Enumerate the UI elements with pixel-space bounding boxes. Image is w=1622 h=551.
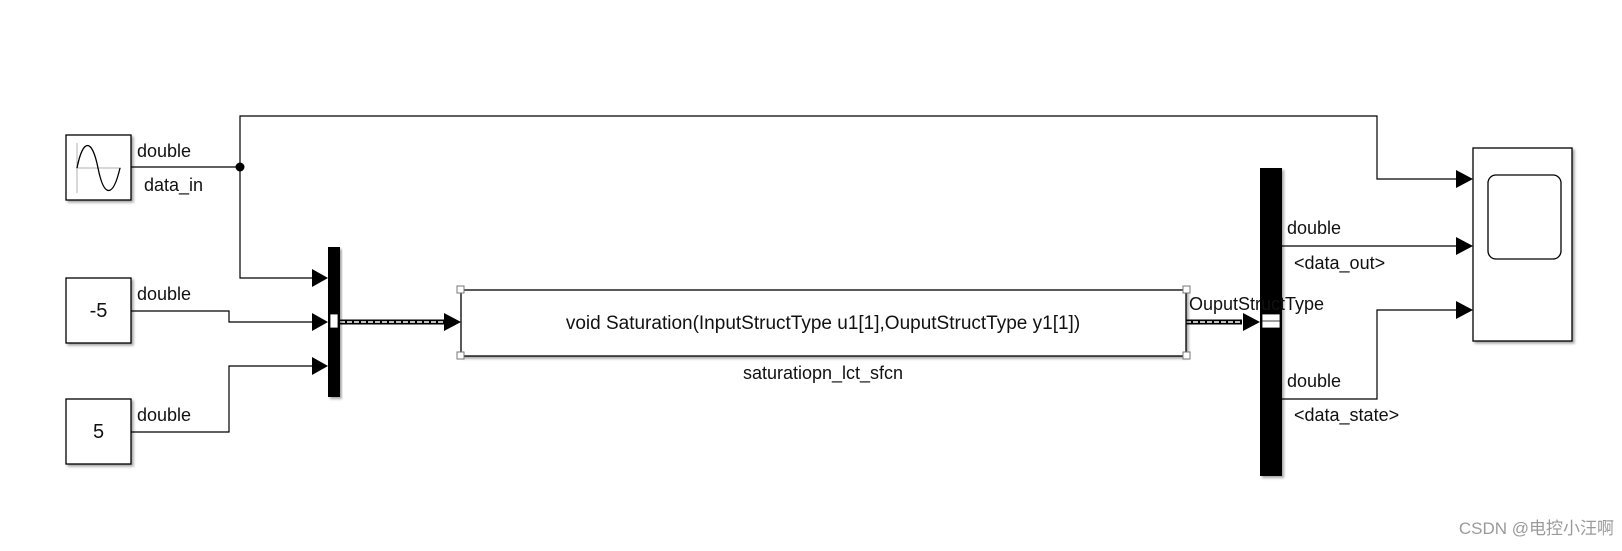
sine-wave-block[interactable] xyxy=(65,134,132,201)
bus-out2-type: double xyxy=(1287,371,1341,391)
const-neg-signal-type: double xyxy=(137,284,191,304)
signal-labels: double data_in double double saturatiopn… xyxy=(137,141,1399,426)
arrow-scope-in1 xyxy=(1456,170,1473,188)
constant-neg-value: -5 xyxy=(90,300,108,322)
line-branch-to-scope[interactable] xyxy=(239,115,1456,180)
branch-point[interactable] xyxy=(235,162,245,172)
sine-signal-name[interactable]: data_in xyxy=(144,175,203,196)
constant-neg-block[interactable]: -5 xyxy=(65,277,132,344)
constant-pos-block[interactable]: 5 xyxy=(65,398,132,465)
arrow-sfunction-in xyxy=(444,313,461,331)
arrow-scope-in2 xyxy=(1456,237,1473,255)
sfunction-name-label[interactable]: saturatiopn_lct_sfcn xyxy=(743,363,903,384)
sine-signal-type: double xyxy=(137,141,191,161)
signal-lines xyxy=(130,115,1456,433)
sfunction-output-type: OuputStructType xyxy=(1189,294,1324,314)
sfunction-signature: void Saturation(InputStructType u1[1],Ou… xyxy=(566,313,1080,334)
arrow-mux-in2 xyxy=(312,313,328,331)
bus-out1-name: <data_out> xyxy=(1294,253,1385,274)
const-pos-signal-type: double xyxy=(137,405,191,425)
sine-wave-icon xyxy=(76,143,121,193)
line-busout2-to-scope[interactable] xyxy=(1282,309,1456,400)
watermark: CSDN @电控小汪啊 xyxy=(1458,519,1614,538)
line-branch-to-mux[interactable] xyxy=(239,167,312,279)
arrow-mux-in3 xyxy=(312,357,328,375)
mux-port-marker xyxy=(329,313,339,329)
arrowheads xyxy=(312,170,1473,375)
scope-screen-icon xyxy=(1487,174,1562,260)
bus-out1-type: double xyxy=(1287,218,1341,238)
sfunction-block[interactable]: void Saturation(InputStructType u1[1],Ou… xyxy=(456,285,1191,360)
bus-out2-name: <data_state> xyxy=(1294,405,1399,426)
arrow-mux-in1 xyxy=(312,269,328,287)
arrow-scope-in3 xyxy=(1456,301,1473,319)
constant-pos-value: 5 xyxy=(93,421,104,443)
arrow-busselector-in xyxy=(1243,313,1260,331)
line-constpos-to-mux[interactable] xyxy=(131,365,312,433)
scope-block[interactable] xyxy=(1472,147,1573,342)
line-constneg-to-mux[interactable] xyxy=(131,310,312,323)
selection-handles[interactable] xyxy=(456,285,1191,360)
